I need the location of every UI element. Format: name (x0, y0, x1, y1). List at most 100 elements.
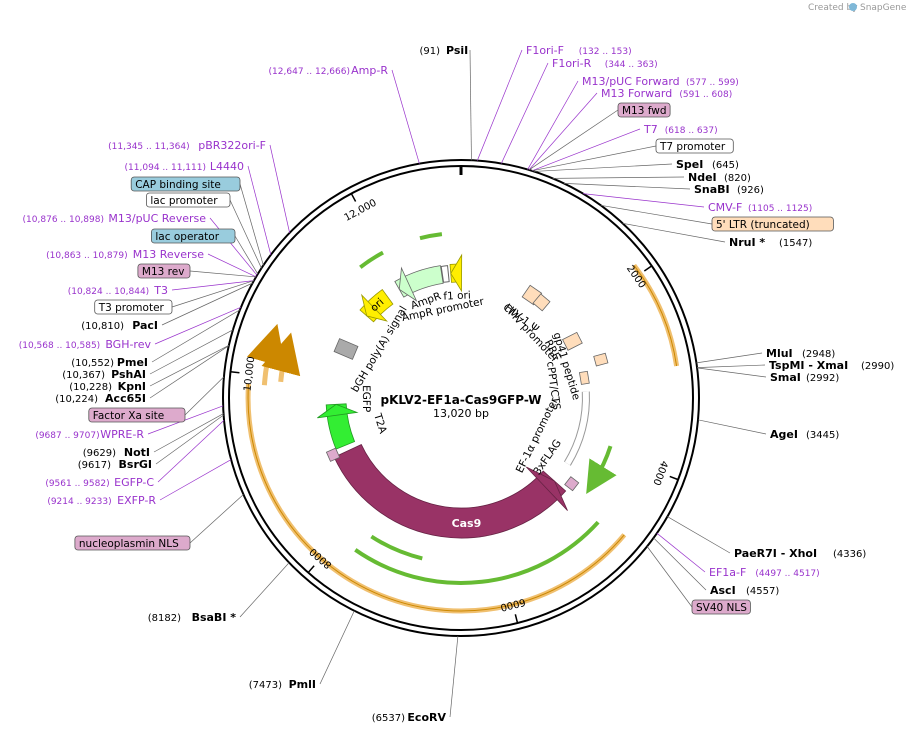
primer-name: EGFP-C (114, 476, 154, 489)
plasmid-name: pKLV2-EF1a-Cas9GFP-W (380, 393, 541, 407)
primer-position: (1105 .. 1125) (748, 204, 812, 214)
leader-line (501, 62, 549, 164)
leader-line (528, 92, 598, 171)
feature-box-name: T3 promoter (98, 302, 165, 314)
feature-box (74, 535, 191, 551)
t2a-label: T2A (371, 411, 389, 436)
feature-box (94, 299, 173, 315)
orange-arc-large-core (247, 384, 625, 612)
primer-position: (618 .. 637) (665, 126, 718, 136)
map-label: lac promoter (145, 192, 231, 208)
enzyme-position: (9629) (83, 448, 116, 459)
leader-line (154, 306, 242, 345)
map-label: F1ori-F(132 .. 153) (526, 44, 632, 57)
feature-box (711, 216, 834, 232)
feature-box (145, 192, 231, 208)
feature-box (137, 263, 191, 279)
map-label: M13/pUC Forward(577 .. 599) (582, 75, 739, 88)
map-label: AscI(4557) (710, 584, 779, 597)
tick-label: 10,000 (242, 356, 257, 392)
feature-box-name: lac promoter (150, 195, 218, 207)
plasmid-length: 13,020 bp (433, 407, 489, 420)
map-label: SmaI(2992) (770, 371, 839, 384)
primer-name: EF1a-F (709, 566, 746, 579)
green-arc-long (354, 520, 600, 585)
leader-line (667, 516, 731, 554)
map-label: NruI *(1547) (729, 236, 812, 249)
leader-line (153, 413, 224, 453)
map-label: BGH-rev(10,568 .. 10,585) (19, 338, 152, 351)
map-label: Acc65I(10,224) (55, 392, 146, 405)
enzyme-name: NruI * (729, 236, 765, 249)
feature-box (655, 138, 734, 154)
ampr-feature-arrowhead (398, 266, 418, 302)
primer-position: (11,094 .. 11,111) (125, 163, 206, 173)
tick-mark (669, 475, 679, 481)
leader-line (622, 222, 726, 243)
primer-name: Amp-R (351, 64, 388, 77)
enzyme-position: (926) (737, 185, 764, 196)
leader-line (552, 176, 685, 179)
enzyme-position: (9617) (78, 460, 111, 471)
map-label: BsaBI *(8182) (148, 611, 237, 624)
ampr-promoter-feature (440, 265, 450, 283)
ori-feature-arrowhead (360, 293, 388, 322)
enzyme-position: (10,228) (69, 382, 112, 393)
map-label: CAP binding site (130, 176, 241, 192)
primer-name: BGH-rev (105, 338, 151, 351)
primer-position: (10,824 .. 10,844) (68, 287, 149, 297)
cas9-feature-arrowhead (525, 466, 568, 511)
map-label: EGFP-C (9561 .. 9582) (45, 476, 154, 489)
f1-ori-label: f1 ori (443, 290, 471, 303)
leader-line (269, 144, 290, 233)
leader-line (234, 235, 259, 275)
feature-box-name: nucleoplasmin NLS (79, 538, 179, 550)
f1-ori-feature-arrowhead (450, 253, 463, 293)
enzyme-name: SnaBI (694, 183, 730, 196)
primer-position: (9561 .. 9582) (45, 479, 109, 489)
map-label: pBR322ori-F(11,345 .. 11,364) (108, 139, 266, 152)
primer-name: CMV-F (708, 201, 742, 214)
map-label: M13/pUC Reverse(10,876 .. 10,898) (23, 212, 207, 225)
primer-name: M13 Reverse (133, 248, 204, 261)
leader-line (209, 217, 258, 276)
enzyme-name: NotI (124, 446, 150, 459)
leader-line (697, 367, 767, 378)
leader-line (391, 69, 420, 164)
feature-box-name: 5' LTR (truncated) (716, 219, 810, 231)
map-label: Amp-R(12,647 .. 12,666) (269, 64, 389, 77)
enzyme-name: PmlI (289, 678, 316, 691)
map-label: M13 fwd (617, 102, 671, 118)
tick-mark (350, 193, 357, 202)
primer-name: T7 (643, 123, 658, 136)
snapgene-logo-icon (849, 3, 857, 11)
map-label: KpnI (10,228) (69, 380, 146, 393)
map-label: TspMI - XmaI(2990) (769, 359, 894, 372)
primer-name: pBR322ori-F (198, 139, 266, 152)
egfp-label: EGFP (360, 385, 372, 412)
map-label: PacI(10,810) (81, 319, 158, 332)
enzyme-name: MluI (766, 347, 793, 360)
enzyme-name: TspMI - XmaI (769, 359, 848, 372)
flag-feature (564, 476, 580, 492)
leader-line (476, 49, 523, 161)
map-label: nucleoplasmin NLS (74, 535, 191, 551)
leader-line (469, 49, 472, 161)
enzyme-name: KpnI (118, 380, 146, 393)
green-arc-mid (370, 534, 423, 561)
leader-line (582, 193, 705, 208)
leader-line (189, 494, 244, 544)
enzyme-position: (4336) (833, 549, 866, 560)
map-label: T3 promoter (94, 299, 173, 315)
tick-mark (514, 614, 519, 624)
leader-line (171, 280, 255, 308)
enzyme-name: NdeI (688, 171, 717, 184)
primer-position: (10,863 .. 10,879) (46, 251, 127, 261)
feature-box-name: lac operator (155, 231, 219, 243)
primer-name: EXFP-R (117, 494, 156, 507)
leader-line (653, 537, 707, 591)
orange-arc-small2 (261, 332, 301, 383)
green-arc-top (359, 250, 384, 269)
feature-layer (245, 232, 680, 614)
primer-position: (9687 .. 9707) (35, 431, 99, 441)
